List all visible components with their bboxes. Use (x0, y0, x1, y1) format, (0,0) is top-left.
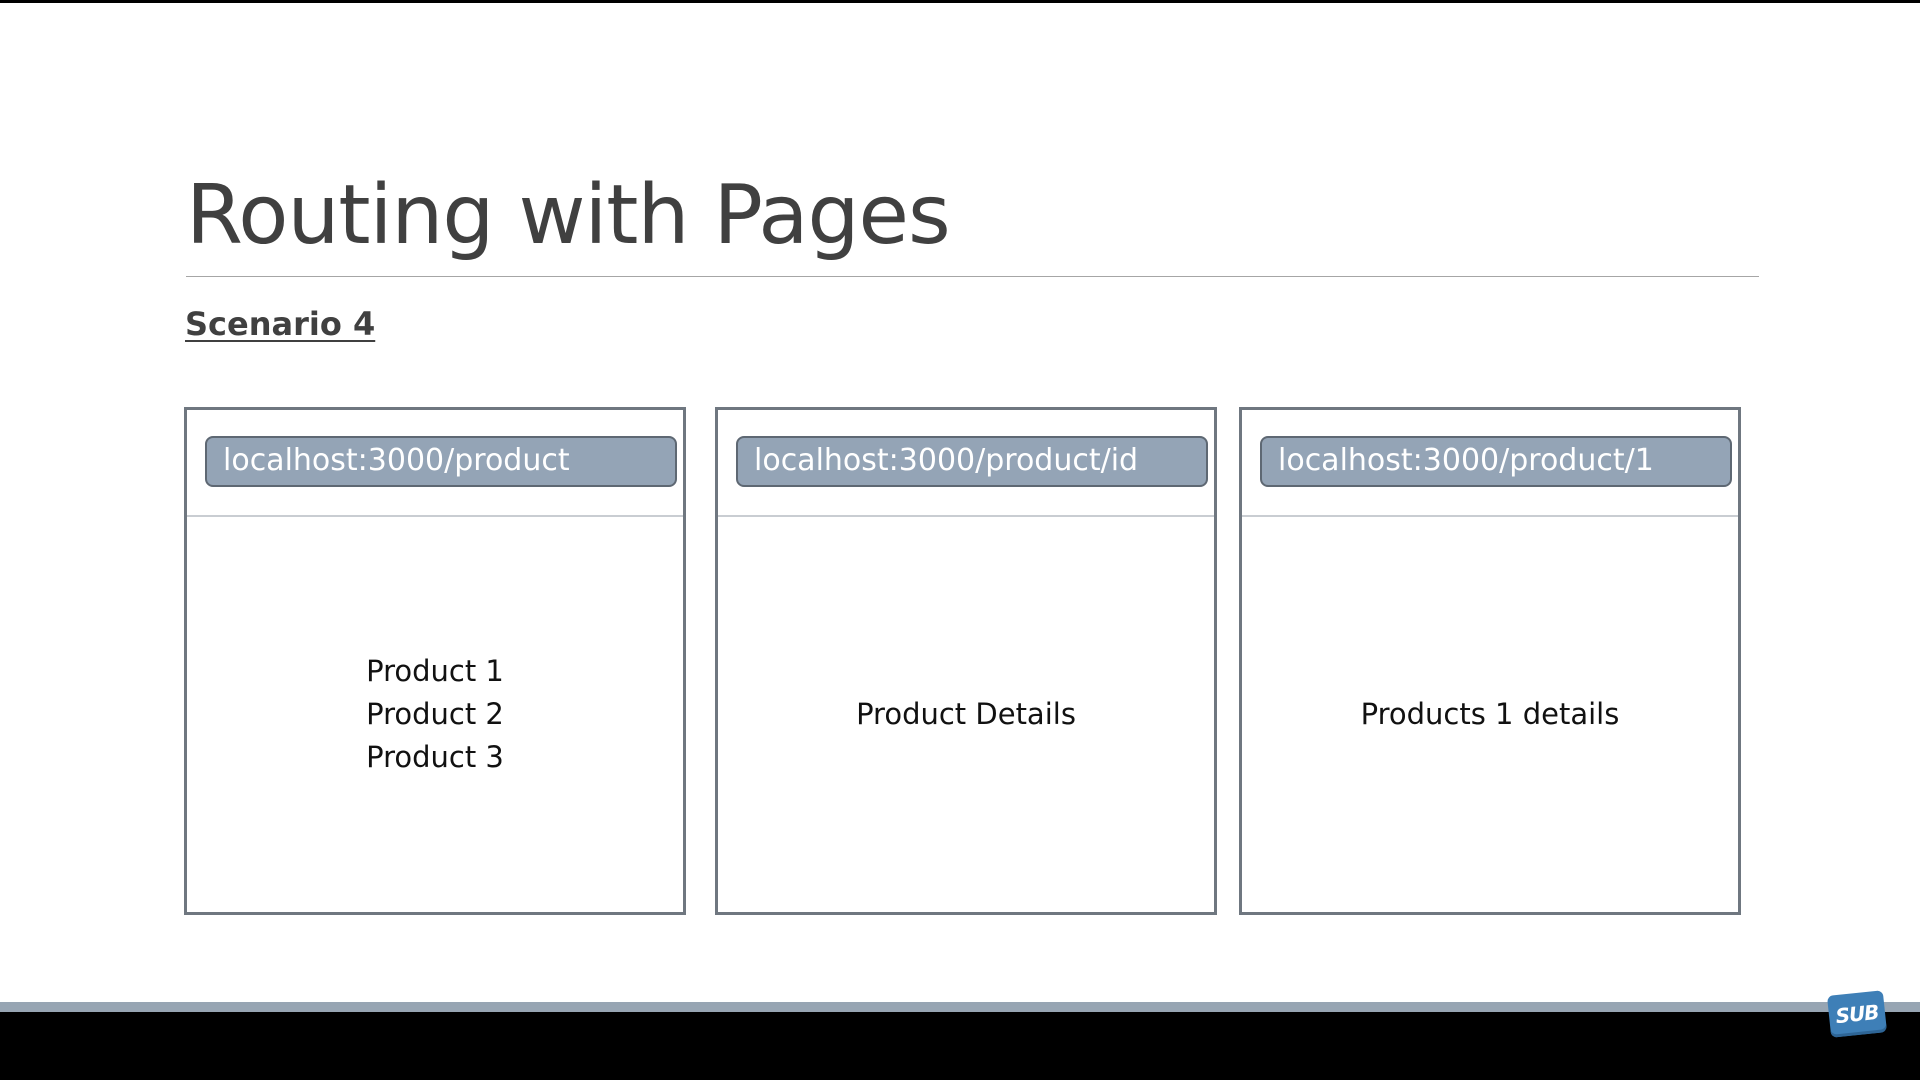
footer-bar (0, 1002, 1920, 1012)
page-content-text: Products 1 details (1360, 697, 1620, 731)
list-item: Product 1 (366, 654, 504, 688)
window-header-divider (1242, 515, 1738, 517)
scenario-heading: Scenario 4 (185, 305, 376, 343)
window-content: Product Details (718, 517, 1214, 912)
window-header-divider (718, 515, 1214, 517)
title-divider (186, 276, 1759, 277)
url-bar: localhost:3000/product/1 (1260, 436, 1732, 487)
list-item: Product 2 (366, 697, 504, 731)
browser-window-product-id: localhost:3000/product/id Product Detail… (715, 407, 1217, 915)
page-content-text: Product Details (856, 697, 1076, 731)
window-content: Products 1 details (1242, 517, 1738, 912)
browser-window-product-list: localhost:3000/product Product 1 Product… (184, 407, 686, 915)
slide-title: Routing with Pages (186, 168, 951, 263)
window-header-divider (187, 515, 683, 517)
list-item: Product 3 (366, 740, 504, 774)
slide: Routing with Pages Scenario 4 localhost:… (0, 3, 1920, 1002)
window-content: Product 1 Product 2 Product 3 (187, 517, 683, 912)
product-list: Product 1 Product 2 Product 3 (366, 650, 504, 779)
url-bar: localhost:3000/product/id (736, 436, 1208, 487)
browser-window-product-1: localhost:3000/product/1 Products 1 deta… (1239, 407, 1741, 915)
url-bar: localhost:3000/product (205, 436, 677, 487)
sub-logo-icon: SUB (1826, 990, 1888, 1038)
